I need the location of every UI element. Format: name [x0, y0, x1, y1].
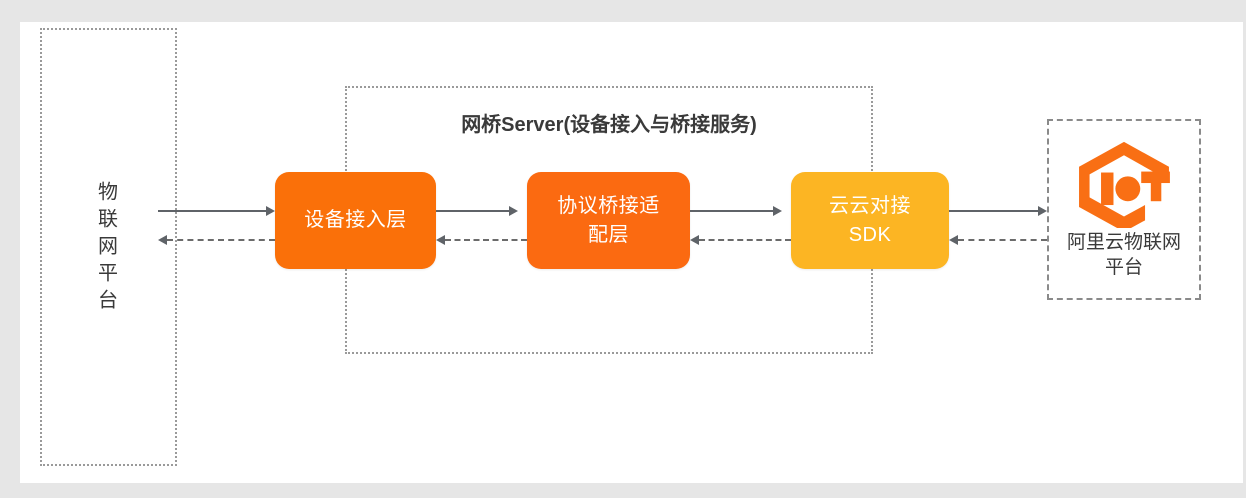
label-line-0: 设备接入层	[304, 209, 407, 231]
arrow-head-return-3	[690, 235, 699, 245]
label-line-0: 协议桥接适	[557, 194, 660, 217]
process-box-device-access[interactable]: 设备接入层	[275, 172, 436, 269]
iot-platform-label-char-4: 台	[98, 289, 119, 312]
process-box-protocol-bridge-label: 协议桥接适 配层	[557, 192, 660, 250]
arrow-return-protocol-bridge-to-device-access	[445, 239, 527, 241]
arrow-return-cloud-sdk-to-protocol-bridge	[699, 239, 791, 241]
aliyun-iot-platform-label: 阿里云物联网 平台	[1067, 230, 1181, 280]
iot-platform-label-char-1: 联	[98, 208, 119, 231]
label-line-1: 配层	[588, 223, 629, 246]
arrow-head-return-4	[949, 235, 958, 245]
iot-platform-label-char-0: 物	[98, 181, 119, 204]
iot-platform-label: 物 联 网 平 台	[42, 180, 175, 315]
process-box-protocol-bridge[interactable]: 协议桥接适 配层	[527, 172, 690, 269]
iot-platform-label-char-3: 平	[98, 262, 119, 285]
process-box-device-access-label: 设备接入层	[304, 206, 407, 235]
label-line-1: SDK	[848, 223, 892, 246]
process-box-cloud-sdk-label: 云云对接 SDK	[829, 192, 911, 250]
arrow-return-device-access-to-platform	[167, 239, 275, 241]
arrow-forward-protocol-bridge-to-cloud-sdk	[690, 210, 773, 212]
arrow-head-return-1	[158, 235, 167, 245]
iot-platform-label-char-2: 网	[98, 235, 119, 258]
iot-hexagon-logo-icon	[1079, 141, 1170, 228]
arrow-forward-cloud-sdk-to-aliyun	[949, 210, 1038, 212]
diagram-canvas: 物 联 网 平 台 网桥Server(设备接入与桥接服务) 设备接入层 协议桥接…	[20, 22, 1243, 483]
aliyun-label-line-0: 阿里云物联网	[1066, 231, 1181, 253]
arrow-head-forward-2	[509, 206, 518, 216]
arrow-forward-device-access-to-protocol-bridge	[436, 210, 509, 212]
arrow-return-aliyun-to-cloud-sdk	[958, 239, 1047, 241]
arrow-head-forward-1	[266, 206, 275, 216]
aliyun-iot-platform-container: 阿里云物联网 平台	[1047, 119, 1201, 300]
arrow-head-forward-4	[1038, 206, 1047, 216]
aliyun-label-line-1: 平台	[1104, 256, 1143, 278]
process-box-cloud-sdk[interactable]: 云云对接 SDK	[791, 172, 949, 269]
label-line-0: 云云对接	[829, 194, 911, 217]
arrow-head-forward-3	[773, 206, 782, 216]
bridge-server-title: 网桥Server(设备接入与桥接服务)	[461, 114, 757, 136]
arrow-forward-platform-to-device-access	[158, 210, 266, 212]
iot-platform-container: 物 联 网 平 台	[40, 28, 177, 466]
arrow-head-return-2	[436, 235, 445, 245]
